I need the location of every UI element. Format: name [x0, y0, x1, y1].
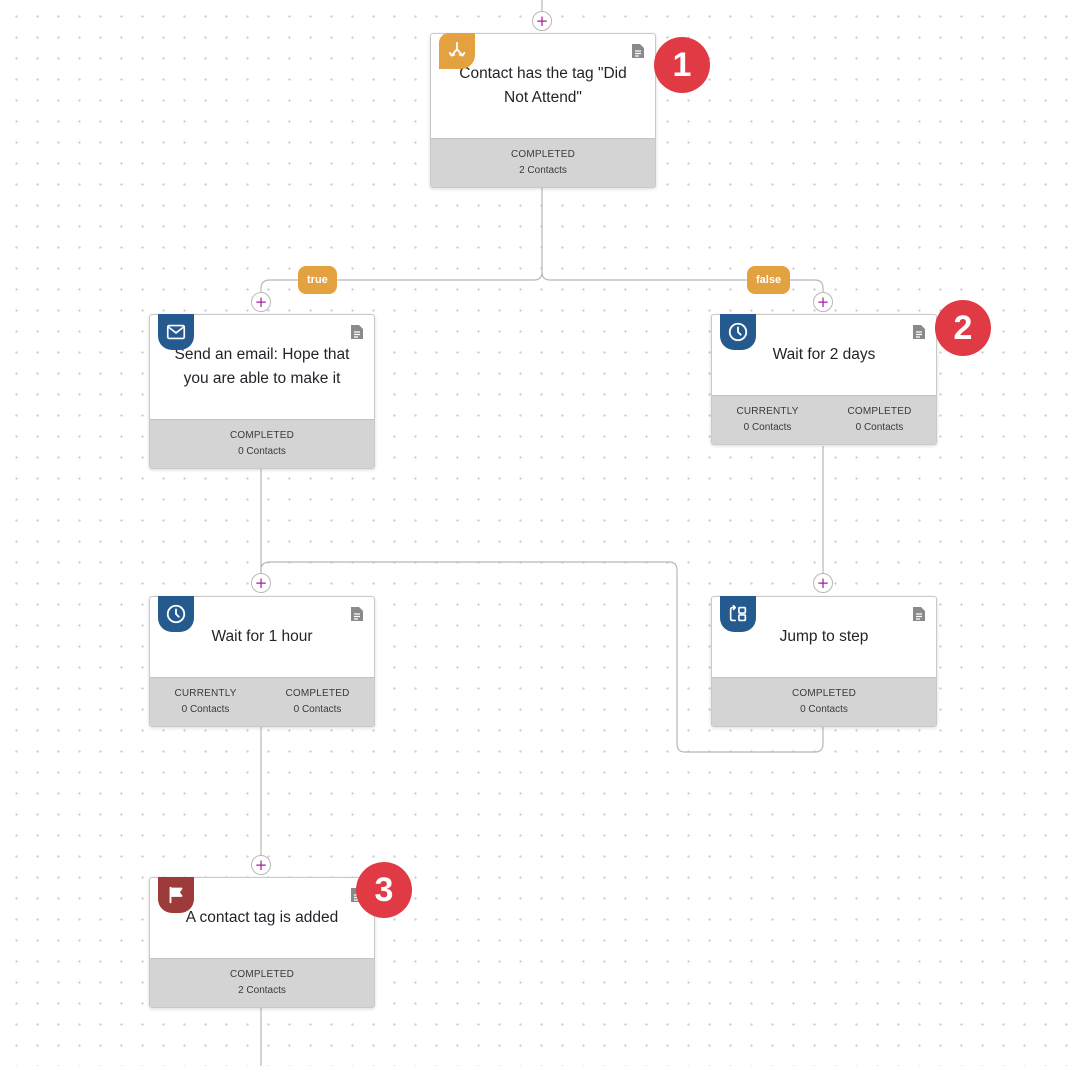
node-title: Send an email: Hope that you are able to…: [174, 346, 350, 387]
node-title: Contact has the tag "Did Not Attend": [459, 65, 627, 106]
tag-added-trigger-node[interactable]: A contact tag is added COMPLETED 2 Conta…: [149, 877, 375, 1008]
branch-true-label: true: [298, 266, 337, 294]
flag-icon: [158, 877, 194, 913]
node-stats: CURRENTLY 0 Contacts COMPLETED 0 Contact…: [150, 677, 374, 726]
stat-completed: COMPLETED 2 Contacts: [230, 967, 294, 999]
stat-completed: COMPLETED 0 Contacts: [848, 404, 912, 436]
connector-true-branch: [260, 187, 543, 292]
stat-completed: COMPLETED 2 Contacts: [511, 147, 575, 179]
note-icon[interactable]: [912, 324, 926, 340]
add-step-button-top[interactable]: +: [532, 11, 552, 31]
note-icon[interactable]: [631, 43, 645, 59]
node-body: Contact has the tag "Did Not Attend": [431, 34, 655, 138]
jump-step-icon: [720, 596, 756, 632]
node-stats: CURRENTLY 0 Contacts COMPLETED 0 Contact…: [712, 395, 936, 444]
node-body: Wait for 2 days: [712, 315, 936, 395]
node-body: Wait for 1 hour: [150, 597, 374, 677]
stat-completed: COMPLETED 0 Contacts: [230, 428, 294, 460]
stat-label: COMPLETED: [229, 969, 295, 980]
add-step-button-false[interactable]: +: [813, 292, 833, 312]
stat-label: COMPLETED: [229, 430, 295, 441]
node-stats: COMPLETED 0 Contacts: [150, 419, 374, 468]
stat-value: 0 Contacts: [800, 704, 848, 715]
clock-icon: [158, 596, 194, 632]
stat-currently: CURRENTLY 0 Contacts: [736, 404, 798, 436]
connector-false-branch: [541, 271, 824, 292]
node-title: Wait for 1 hour: [211, 628, 313, 645]
step-marker-2: 2: [935, 300, 991, 356]
stat-label: COMPLETED: [791, 688, 857, 699]
node-body: Jump to step: [712, 597, 936, 677]
stat-value: 2 Contacts: [238, 985, 286, 996]
stat-label: CURRENTLY: [174, 688, 237, 699]
connector-jump-loop: [260, 561, 824, 753]
stat-value: 0 Contacts: [181, 704, 230, 715]
stat-currently: CURRENTLY 0 Contacts: [174, 686, 236, 718]
stat-completed: COMPLETED 0 Contacts: [286, 686, 350, 718]
split-arrows-icon: [439, 33, 475, 69]
stat-value: 0 Contacts: [238, 446, 286, 457]
node-stats: COMPLETED 2 Contacts: [431, 138, 655, 187]
wait-1-hour-node[interactable]: Wait for 1 hour CURRENTLY 0 Contacts COM…: [149, 596, 375, 727]
add-step-button-true[interactable]: +: [251, 292, 271, 312]
send-email-node[interactable]: Send an email: Hope that you are able to…: [149, 314, 375, 469]
node-stats: COMPLETED 2 Contacts: [150, 958, 374, 1007]
stat-value: 0 Contacts: [743, 422, 792, 433]
wait-2-days-node[interactable]: Wait for 2 days CURRENTLY 0 Contacts COM…: [711, 314, 937, 445]
stat-value: 0 Contacts: [293, 704, 342, 715]
node-title: Wait for 2 days: [772, 346, 876, 363]
step-marker-3: 3: [356, 862, 412, 918]
stat-label: CURRENTLY: [736, 406, 799, 417]
jump-to-step-node[interactable]: Jump to step COMPLETED 0 Contacts: [711, 596, 937, 727]
stat-label: COMPLETED: [510, 149, 576, 160]
stat-label: COMPLETED: [285, 688, 350, 699]
note-icon[interactable]: [912, 606, 926, 622]
node-body: A contact tag is added: [150, 878, 374, 958]
note-icon[interactable]: [350, 324, 364, 340]
branch-false-label: false: [747, 266, 791, 294]
add-step-button-tag[interactable]: +: [251, 855, 271, 875]
add-step-button-wait-1-hour[interactable]: +: [251, 573, 271, 593]
note-icon[interactable]: [350, 606, 364, 622]
stat-completed: COMPLETED 0 Contacts: [792, 686, 856, 718]
clock-icon: [720, 314, 756, 350]
condition-node[interactable]: Contact has the tag "Did Not Attend" COM…: [430, 33, 656, 188]
stat-label: COMPLETED: [847, 406, 912, 417]
stat-value: 2 Contacts: [519, 165, 567, 176]
step-marker-1: 1: [654, 37, 710, 93]
node-title: Jump to step: [779, 628, 869, 645]
stat-value: 0 Contacts: [855, 422, 904, 433]
node-title: A contact tag is added: [185, 909, 339, 926]
node-stats: COMPLETED 0 Contacts: [712, 677, 936, 726]
add-step-button-jump[interactable]: +: [813, 573, 833, 593]
node-body: Send an email: Hope that you are able to…: [150, 315, 374, 419]
envelope-icon: [158, 314, 194, 350]
